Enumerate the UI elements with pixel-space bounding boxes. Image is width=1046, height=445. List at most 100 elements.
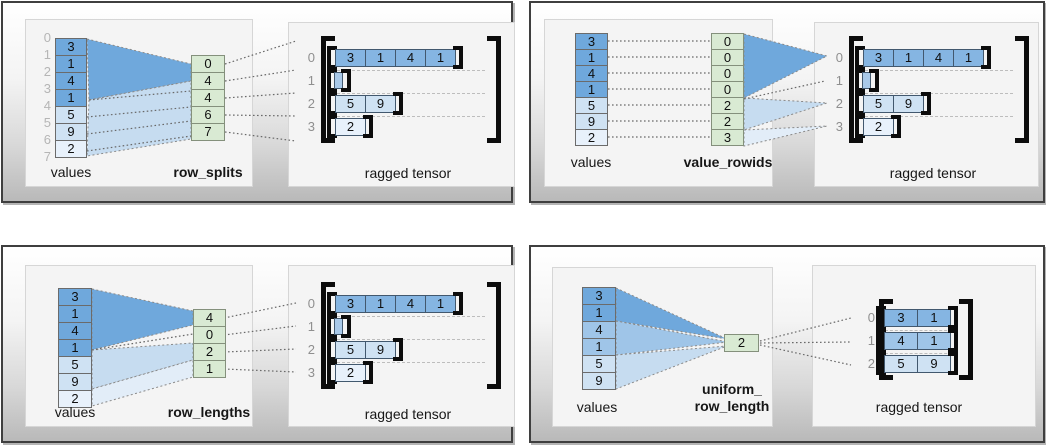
values-cell: 4 [58,322,92,340]
param-cell: 2 [711,113,744,130]
row-bracket-left [876,306,886,329]
row-bracket-right [363,361,373,384]
tensor-bracket-right [487,36,501,143]
row-bracket-left [327,69,337,92]
values-cell: 1 [582,338,616,356]
values-cell: 9 [58,373,92,391]
tensor-cell: 9 [893,95,924,113]
row-separator [855,93,1013,94]
row-bracket-left [327,92,337,115]
values-cell: 4 [55,72,87,90]
values-cell: 4 [582,321,616,339]
values-cell: 1 [582,304,616,322]
tensor-row-index: 3 [835,119,843,134]
ragged-tensor-label: ragged tensor [364,406,452,422]
row-bracket-right [981,46,991,69]
tensor-row-index: 0 [307,50,315,65]
tensor-row-index: 1 [307,73,315,88]
row-bracket-right [869,69,879,92]
values-index: 3 [43,81,51,96]
tensor-cell: 3 [335,295,366,313]
row-bracket-right [948,352,958,375]
values-cell: 5 [575,97,608,114]
tensor-cell: 1 [425,295,456,313]
values-cell: 5 [58,356,92,374]
tensor-cell: 2 [335,118,366,136]
tensor-cell: 9 [917,355,951,373]
tensor-row-index: 1 [867,333,875,348]
values-cell: 1 [575,49,608,66]
row-bracket-right [921,92,931,115]
empty-row-stub [862,72,871,89]
tensor-cell: 4 [395,49,426,67]
values-index: 5 [43,115,51,130]
tensor-cell: 9 [365,341,396,359]
tensor-row-index: 2 [307,342,315,357]
param-cell: 0 [711,49,744,66]
row-separator [327,339,485,340]
ragged-tensor-label: ragged tensor [889,165,977,181]
param-cell: 2 [193,343,226,361]
row-bracket-left [876,329,886,352]
empty-row-stub [334,72,343,89]
param-cell: 4 [191,89,225,107]
tensor-row-index: 3 [307,119,315,134]
row-bracket-right [341,315,351,338]
values-cell: 4 [575,65,608,82]
param-label: value_rowids [683,154,773,170]
ragged-tensor-label: ragged tensor [875,399,963,415]
row-bracket-left [327,115,337,138]
tensor-cell: 5 [335,341,366,359]
tensor-row-index: 2 [307,96,315,111]
values-cell: 3 [55,38,87,56]
values-index: 4 [43,98,51,113]
tensor-cell: 9 [365,95,396,113]
tensor-cell: 4 [395,295,426,313]
param-cell: 2 [711,97,744,114]
tensor-bracket-right [487,282,501,389]
tensor-cell: 5 [863,95,894,113]
tensor-row-index: 1 [307,319,315,334]
tensor-cell: 3 [335,49,366,67]
tensor-cell: 1 [893,49,924,67]
tensor-cell: 1 [953,49,984,67]
tensor-cell: 1 [917,332,951,350]
values-cell: 3 [582,287,616,305]
row-bracket-left [855,46,865,69]
param-label: row_lengths [167,404,251,420]
values-cell: 3 [58,288,92,306]
tensor-bracket-right [1015,36,1029,143]
row-bracket-right [948,329,958,352]
row-bracket-right [393,92,403,115]
values-label: values [570,154,612,170]
param-cell: 7 [191,123,225,141]
values-cell: 2 [58,390,92,408]
row-separator [327,362,485,363]
tensor-row-index: 1 [835,73,843,88]
param-cell: 2 [724,334,759,352]
row-bracket-left [855,92,865,115]
row-separator [855,70,1013,71]
param-cell: 0 [193,326,226,344]
values-cell: 5 [582,355,616,373]
values-label: values [54,404,96,420]
values-cell: 3 [575,33,608,50]
param-cell: 0 [711,81,744,98]
row-bracket-right [363,115,373,138]
row-bracket-right [393,338,403,361]
param-cell: 3 [711,129,744,146]
values-label: values [50,164,92,180]
tensor-bracket-left [321,36,335,143]
row-separator [885,353,957,354]
param-label: row_splits [173,164,243,180]
param-cell: 4 [191,72,225,90]
row-bracket-left [876,352,886,375]
values-cell: 1 [55,89,87,107]
row-bracket-right [453,46,463,69]
values-cell: 9 [55,123,87,141]
ragged-tensor-label: ragged tensor [364,165,452,181]
tensor-cell: 2 [863,118,894,136]
tensor-bracket-left [849,36,863,143]
